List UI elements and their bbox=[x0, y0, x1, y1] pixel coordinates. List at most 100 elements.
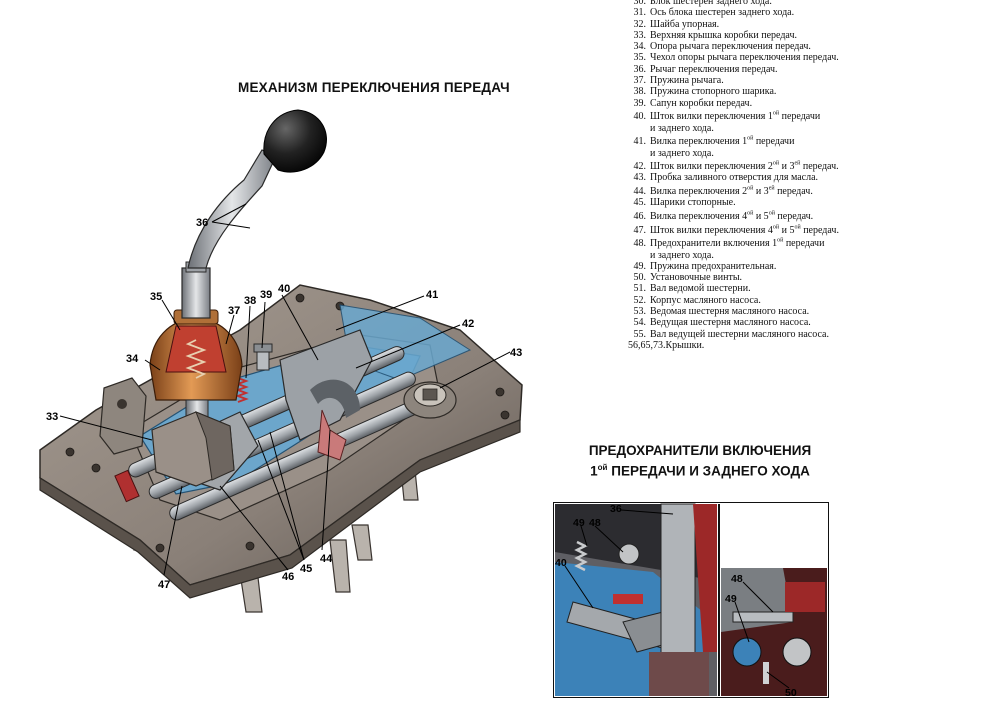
legend-item-text: Корпус масляного насоса. bbox=[650, 294, 761, 306]
inset-left-section bbox=[555, 503, 717, 696]
legend-item-text: Вал ведомой шестерни. bbox=[650, 283, 751, 295]
legend-item-text: Вилка переключения 1ой передачи bbox=[650, 135, 795, 148]
legend-item-text: Пружина стопорного шарика. bbox=[650, 86, 777, 98]
callout-33: 33 bbox=[46, 411, 58, 423]
legend-item-text: Вилка переключения 2ой и 3ей передач. bbox=[650, 185, 813, 198]
legend-item: 41.Вилка переключения 1ой передачи bbox=[628, 134, 968, 148]
legend-item: 40.Шток вилки переключения 1ой передачи bbox=[628, 109, 968, 123]
legend-item: 48.Предохранители включения 1ой передачи bbox=[628, 236, 968, 250]
legend-item-text: Ось блока шестерен заднего хода. bbox=[650, 7, 795, 19]
legend-item: 53.Ведомая шестерня масляного насоса. bbox=[628, 306, 968, 317]
inset-callout-48: 48 bbox=[589, 517, 601, 529]
legend-item: 44.Вилка переключения 2ой и 3ей передач. bbox=[628, 184, 968, 198]
gearshift-mechanism-diagram: 36 35 34 37 38 39 40 41 42 43 33 44 45 4… bbox=[39, 109, 523, 613]
legend-item-text: Шайба упорная. bbox=[650, 18, 720, 30]
legend-item-number: 33. bbox=[633, 29, 647, 41]
legend-item-text: Пружина предохранительная. bbox=[650, 260, 777, 272]
legend-item-number: 37. bbox=[633, 75, 647, 87]
legend-item-number: 32. bbox=[633, 18, 647, 30]
side-bracket bbox=[99, 377, 147, 455]
legend-item-text: Пробка заливного отверстия для масла. bbox=[650, 172, 819, 184]
legend-item-text: Рычаг переключения передач. bbox=[650, 63, 778, 75]
inset-callout-49-right: 49 bbox=[725, 593, 737, 605]
legend-item-number: 40. bbox=[633, 111, 647, 123]
legend-item: 42.Шток вилки переключения 2ой и 3ей пер… bbox=[628, 159, 968, 173]
legend-item-number: 42. bbox=[633, 161, 647, 173]
callout-labels: 36 35 34 37 38 39 40 41 42 43 33 44 45 4… bbox=[46, 217, 522, 591]
lever-lower-block bbox=[151, 411, 235, 487]
legend-item-text: Опора рычага переключения передач. bbox=[650, 41, 811, 53]
legend-item-number: 30. bbox=[633, 0, 647, 7]
parts-legend: 30.Блок шестерен заднего хода.31.Ось бло… bbox=[628, 0, 968, 351]
legend-item-number: 48. bbox=[633, 238, 647, 250]
inset-callout-49: 49 bbox=[573, 517, 585, 529]
legend-item: 43.Пробка заливного отверстия для масла. bbox=[628, 172, 968, 183]
legend-item-text: Шток вилки переключения 4ой и 5ой переда… bbox=[650, 224, 839, 236]
legend-item-number: 52. bbox=[633, 294, 647, 306]
legend-item-number: 36. bbox=[633, 63, 647, 75]
legend-item: 39.Сапун коробки передач. bbox=[628, 98, 968, 109]
inset-callout-48-right: 48 bbox=[731, 573, 743, 585]
legend-item-number: 39. bbox=[633, 97, 647, 109]
callout-39: 39 bbox=[260, 289, 272, 301]
inset-title-line1: ПРЕДОХРАНИТЕЛИ ВКЛЮЧЕНИЯ bbox=[588, 443, 812, 458]
legend-item-number: 55. bbox=[633, 328, 647, 340]
legend-item-continuation: и заднего хода. bbox=[650, 147, 714, 159]
legend-item-number: 35. bbox=[633, 52, 647, 64]
legend-item-number: 31. bbox=[633, 7, 647, 19]
legend-item-number: 46. bbox=[633, 210, 647, 222]
legend-item: 38.Пружина стопорного шарика. bbox=[628, 86, 968, 97]
inset-right-section bbox=[721, 504, 827, 696]
legend-item: 45.Шарики стопорные. bbox=[628, 197, 968, 208]
callout-46: 46 bbox=[282, 571, 294, 583]
legend-item: 36.Рычаг переключения передач. bbox=[628, 64, 968, 75]
inset-callout-36: 36 bbox=[610, 503, 622, 515]
legend-item-text: Шток вилки переключения 2ой и 3ей переда… bbox=[650, 160, 839, 173]
legend-item: 50.Установочные винты. bbox=[628, 272, 968, 283]
legend-item-number: 54. bbox=[633, 317, 647, 329]
callout-36: 36 bbox=[196, 217, 208, 229]
legend-item-text: Сапун коробки передач. bbox=[650, 97, 753, 109]
legend-item: 37.Пружина рычага. bbox=[628, 75, 968, 86]
inset-title: ПРЕДОХРАНИТЕЛИ ВКЛЮЧЕНИЯ 1ой ПЕРЕДАЧИ И … bbox=[560, 442, 840, 480]
callout-41: 41 bbox=[426, 289, 438, 301]
legend-item-number: 43. bbox=[633, 172, 647, 184]
callout-38: 38 bbox=[244, 295, 256, 307]
legend-item-number: 45. bbox=[633, 197, 647, 209]
legend-item-text: Вал ведущей шестерни масляного насоса. bbox=[650, 328, 829, 340]
oil-filler-plug bbox=[403, 381, 457, 419]
legend-item: 46.Вилка переключения 4ой и 5ой передач. bbox=[628, 209, 968, 223]
inset-leader-lines bbox=[564, 509, 790, 689]
legend-item-number: 44. bbox=[633, 186, 647, 198]
legend-item: 51.Вал ведомой шестерни. bbox=[628, 283, 968, 294]
legend-item: 56,65,73.Крышки. bbox=[628, 340, 968, 351]
legend-item-number: 38. bbox=[633, 86, 647, 98]
legend-item-text: Установочные винты. bbox=[650, 272, 743, 284]
callout-44: 44 bbox=[320, 553, 333, 565]
legend-item-text: Ведомая шестерня масляного насоса. bbox=[650, 306, 810, 318]
inset-title-line2: 1ой ПЕРЕДАЧИ И ЗАДНЕГО ХОДА bbox=[590, 463, 810, 479]
legend-item-continuation: и заднего хода. bbox=[650, 122, 714, 134]
callout-40: 40 bbox=[278, 283, 290, 295]
legend-item: 30.Блок шестерен заднего хода. bbox=[628, 0, 968, 7]
legend-item-text: Вилка переключения 4ой и 5ой передач. bbox=[650, 210, 814, 222]
callout-43: 43 bbox=[510, 347, 522, 359]
lever-support bbox=[149, 309, 243, 401]
legend-item: 54.Ведущая шестерня масляного насоса. bbox=[628, 317, 968, 328]
legend-item: 32.Шайба упорная. bbox=[628, 19, 968, 30]
legend-item: 35.Чехол опоры рычага переключения перед… bbox=[628, 52, 968, 63]
inset-callout-50: 50 bbox=[785, 687, 797, 698]
legend-item: 31.Ось блока шестерен заднего хода. bbox=[628, 7, 968, 18]
legend-item-number: 53. bbox=[633, 306, 647, 318]
legend-item-text: Шток вилки переключения 1ой передачи bbox=[650, 110, 821, 123]
legend-item: 33.Верхняя крышка коробки передач. bbox=[628, 30, 968, 41]
legend-item-text: 56,65,73.Крышки. bbox=[628, 339, 705, 351]
legend-item-text: Ведущая шестерня масляного насоса. bbox=[650, 317, 811, 329]
legend-item-number: 41. bbox=[633, 136, 647, 148]
callout-47: 47 bbox=[158, 579, 170, 591]
callout-37: 37 bbox=[228, 305, 240, 317]
legend-item: 55.Вал ведущей шестерни масляного насоса… bbox=[628, 329, 968, 340]
callout-34: 34 bbox=[126, 353, 139, 365]
legend-item-number: 49. bbox=[633, 260, 647, 272]
legend-item-text: Пружина рычага. bbox=[650, 75, 724, 87]
